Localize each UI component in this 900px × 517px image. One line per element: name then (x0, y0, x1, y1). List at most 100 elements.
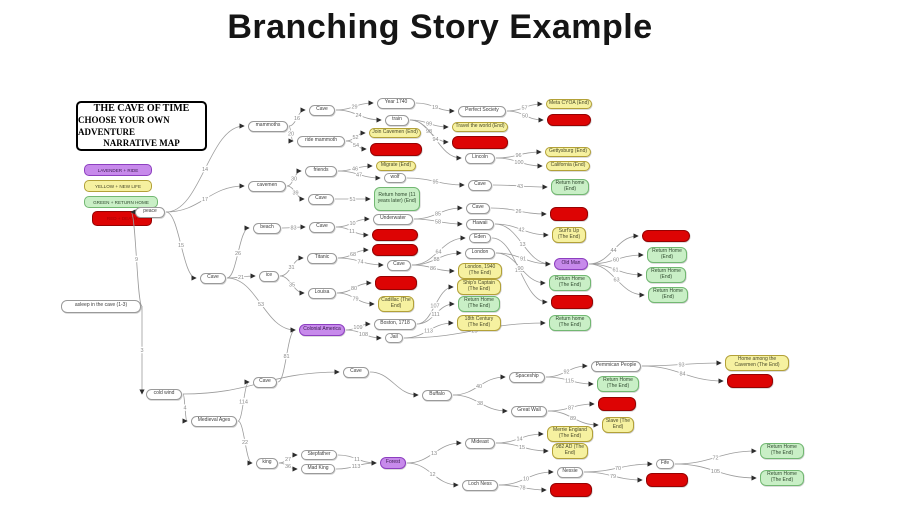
map-node-join_cavemen[interactable]: Join Cavemen (End) (369, 128, 421, 138)
map-node-year1740[interactable]: Year 1740 (377, 97, 415, 109)
map-node-mammoths[interactable]: mammoths (248, 120, 288, 132)
map-node-root[interactable]: asleep in the cave (1-3) (61, 299, 141, 313)
map-node-red_rm[interactable] (370, 142, 422, 156)
map-node-red_om[interactable] (551, 295, 593, 309)
map-node-red_ln[interactable] (550, 483, 592, 497)
legend-item-green: GREEN + RETURN HOME (84, 196, 158, 208)
map-node-meta_cyoa[interactable]: Meta CYOA (End) (546, 99, 592, 109)
map-node-ships_captain[interactable]: Ship's Captain (The End) (457, 279, 501, 295)
map-node-cave_b[interactable]: Cave (308, 193, 334, 205)
edge-pemmican-red_pc (641, 365, 724, 384)
map-node-coldwind[interactable]: cold wind (146, 388, 182, 400)
map-node-london[interactable]: London (465, 247, 495, 259)
edge-pemmican-home_cavemen (641, 360, 722, 367)
map-node-louisa[interactable]: Louisa (308, 287, 336, 299)
map-node-red_gw[interactable] (598, 397, 636, 411)
map-node-pemmican[interactable]: Pemmican People (591, 360, 641, 372)
map-node-stepfather[interactable]: Stepfather (301, 450, 337, 460)
edge-lochness-nessie (498, 469, 554, 486)
map-node-ret_g1[interactable]: Return Home (End) (647, 247, 687, 263)
map-node-lochness[interactable]: Loch Ness (462, 479, 498, 491)
map-node-cave_f[interactable]: Cave (387, 259, 411, 271)
map-node-home_cavemen[interactable]: Home among the Cavemen (The End) (725, 355, 789, 371)
map-node-cave_i[interactable]: Cave (343, 366, 369, 378)
map-node-fife[interactable]: Fife (656, 459, 674, 469)
map-node-buffalo[interactable]: Buffalo (422, 389, 452, 401)
map-node-surfs_up[interactable]: Surf's Up (The End) (552, 227, 586, 243)
edge-label-king-madking: 36 (285, 464, 291, 470)
map-node-ret_home_c[interactable]: Return home (End) (551, 179, 589, 195)
map-node-red_h[interactable] (550, 207, 588, 221)
map-node-spaceship[interactable]: Spaceship (509, 371, 545, 383)
map-node-cave_a[interactable]: Cave (309, 104, 335, 116)
edge-perfect_society-meta_cyoa (506, 101, 543, 112)
map-node-migrate[interactable]: Migrate (End) (376, 161, 416, 171)
map-node-red_lo[interactable] (375, 276, 417, 290)
map-node-colonial[interactable]: Colonial America (299, 324, 345, 336)
map-node-cave_e[interactable]: Cave (309, 221, 335, 233)
map-node-jail[interactable]: Jail (385, 333, 403, 343)
map-node-c18[interactable]: 18th Century (The End) (457, 315, 501, 331)
map-node-peace[interactable]: peace (135, 206, 165, 218)
map-node-red_r[interactable] (642, 230, 690, 242)
edge-label-lochness-nessie: 10 (523, 476, 529, 482)
map-node-merrie[interactable]: Merrie England (The End) (547, 426, 593, 442)
map-node-underwater[interactable]: Underwater (373, 213, 413, 225)
edge-ride_mammoth-red_rm (345, 140, 367, 152)
map-node-red_ps[interactable] (547, 114, 591, 126)
map-node-gettysburg[interactable]: Gettysburg (End) (545, 147, 591, 157)
map-node-ret_home_g[interactable]: Return Home (The End) (597, 376, 639, 392)
map-node-titanic[interactable]: Titanic (307, 252, 337, 264)
map-node-great_wall[interactable]: Great Wall (511, 405, 547, 417)
map-node-red_pc[interactable] (727, 374, 773, 388)
map-node-mideast[interactable]: Mideast (465, 437, 495, 449)
map-node-ret_home_f[interactable]: Return home (The End) (549, 315, 591, 331)
map-node-king[interactable]: king (256, 457, 278, 469)
map-node-lincoln[interactable]: Lincoln (465, 152, 495, 164)
edge-forest-mideast (406, 440, 462, 464)
edge-label-spaceship-pemmican: 92 (563, 369, 569, 375)
map-node-red_uw[interactable] (372, 229, 418, 241)
map-node-beach[interactable]: beach (253, 222, 281, 234)
edge-cave_c-ret_home_c (492, 184, 548, 190)
map-node-forest[interactable]: Forest (380, 457, 406, 469)
map-node-slave[interactable]: Slave (The End) (602, 417, 634, 433)
map-node-hawaii[interactable]: Hawaii (466, 218, 494, 230)
map-node-madking[interactable]: Mad King (301, 464, 335, 474)
map-node-train[interactable]: train (385, 114, 409, 126)
map-node-ret_g3[interactable]: Return Home (End) (648, 287, 688, 303)
map-node-cave_c[interactable]: Cave (468, 179, 492, 191)
map-node-ret_g4[interactable]: Return Home (The End) (760, 443, 804, 459)
edge-label-lincoln-california: 100 (514, 160, 523, 166)
map-node-cave_d[interactable]: Cave (200, 272, 226, 284)
map-node-medieval[interactable]: Medieval Ages (191, 415, 237, 427)
map-node-red_tw[interactable] (452, 135, 508, 149)
map-node-ret_11yrs[interactable]: Return home (11 years later) (End) (374, 187, 420, 211)
map-node-london1940[interactable]: London, 1940 (The End) (458, 263, 502, 279)
map-node-nessie[interactable]: Nessie (557, 466, 583, 478)
map-node-red_ti[interactable] (372, 244, 418, 256)
map-node-perfect_society[interactable]: Perfect Society (458, 105, 506, 117)
map-node-ret_home_d[interactable]: Return Home (The End) (458, 296, 500, 312)
map-node-ice[interactable]: ice (259, 270, 279, 282)
edge-medieval-cave_h (237, 379, 250, 422)
map-node-old_man[interactable]: Old Man (554, 258, 588, 270)
map-node-cave_g[interactable]: Cave (466, 202, 490, 214)
map-node-ret_g2[interactable]: Return Home (End) (646, 267, 686, 283)
edge-label-cave_f-london: 88 (433, 257, 439, 263)
map-node-friends[interactable]: friends (305, 165, 337, 177)
map-node-ret_g5[interactable]: Return Home (The End) (760, 470, 804, 486)
map-node-ret_home_e[interactable]: Return Home (The End) (549, 275, 591, 291)
map-node-red_ne[interactable] (646, 473, 688, 487)
map-node-ad982[interactable]: 982 AD (The End) (552, 443, 588, 459)
edge-louisa-cadillac (336, 292, 375, 307)
map-node-wolf[interactable]: wolf (384, 173, 406, 183)
map-node-california[interactable]: California (End) (546, 161, 590, 171)
map-node-travel_world[interactable]: Travel the world (End) (452, 122, 508, 132)
map-node-cave_h[interactable]: Cave (253, 376, 277, 388)
map-node-ride_mammoth[interactable]: ride mammoth (297, 135, 345, 147)
map-node-cavemen[interactable]: cavemen (248, 180, 286, 192)
map-node-cadillac[interactable]: Cadillac (The End) (378, 296, 414, 312)
map-node-boston[interactable]: Boston, 1718 (374, 318, 416, 330)
map-node-eden[interactable]: Eden (469, 233, 491, 243)
